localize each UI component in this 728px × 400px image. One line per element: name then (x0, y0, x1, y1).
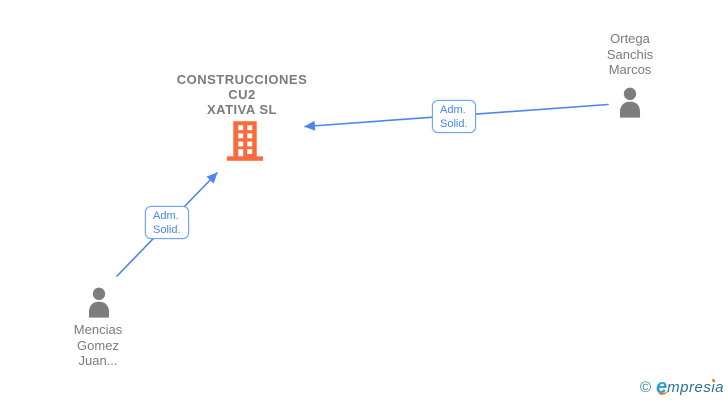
company-name-line: CU2 (228, 87, 256, 102)
logo-letter-e: e (656, 376, 669, 398)
building-base (227, 156, 263, 161)
empresia-logo: © e mpresia (639, 376, 724, 398)
person-name-line: Mencias (73, 322, 123, 337)
person-name-mencias[interactable]: Mencias Gomez Juan... (38, 322, 158, 369)
edge-label-adm-solid-mencias[interactable]: Adm. Solid. (145, 206, 189, 239)
company-name[interactable]: CONSTRUCCIONES CU2 XATIVA SL (162, 72, 322, 117)
person-name-line: Ortega (610, 31, 650, 46)
person-name-line: Gomez (77, 337, 119, 353)
logo-text: mpresia (667, 378, 724, 396)
copyright-icon: © (639, 378, 652, 396)
building-body (233, 121, 257, 158)
edge-label-adm-solid-ortega[interactable]: Adm. Solid. (432, 100, 476, 133)
person-name-line: Marcos (608, 62, 652, 77)
edge-label-line: Adm. (440, 104, 466, 116)
company-name-line: XATIVA SL (207, 102, 277, 117)
person-name-line: Sanchis (606, 46, 654, 62)
person-icon-ortega[interactable] (616, 87, 644, 118)
edge-label-line: Solid. (153, 224, 181, 236)
company-name-line: CONSTRUCCIONES (176, 72, 308, 87)
edge-label-line: Solid. (440, 118, 468, 130)
person-icon-mencias[interactable] (85, 287, 113, 318)
person-name-line: Juan... (78, 353, 118, 368)
edge-label-line: Adm. (153, 210, 179, 222)
building-icon[interactable] (227, 121, 263, 161)
person-name-ortega[interactable]: Ortega Sanchis Marcos (570, 31, 690, 78)
